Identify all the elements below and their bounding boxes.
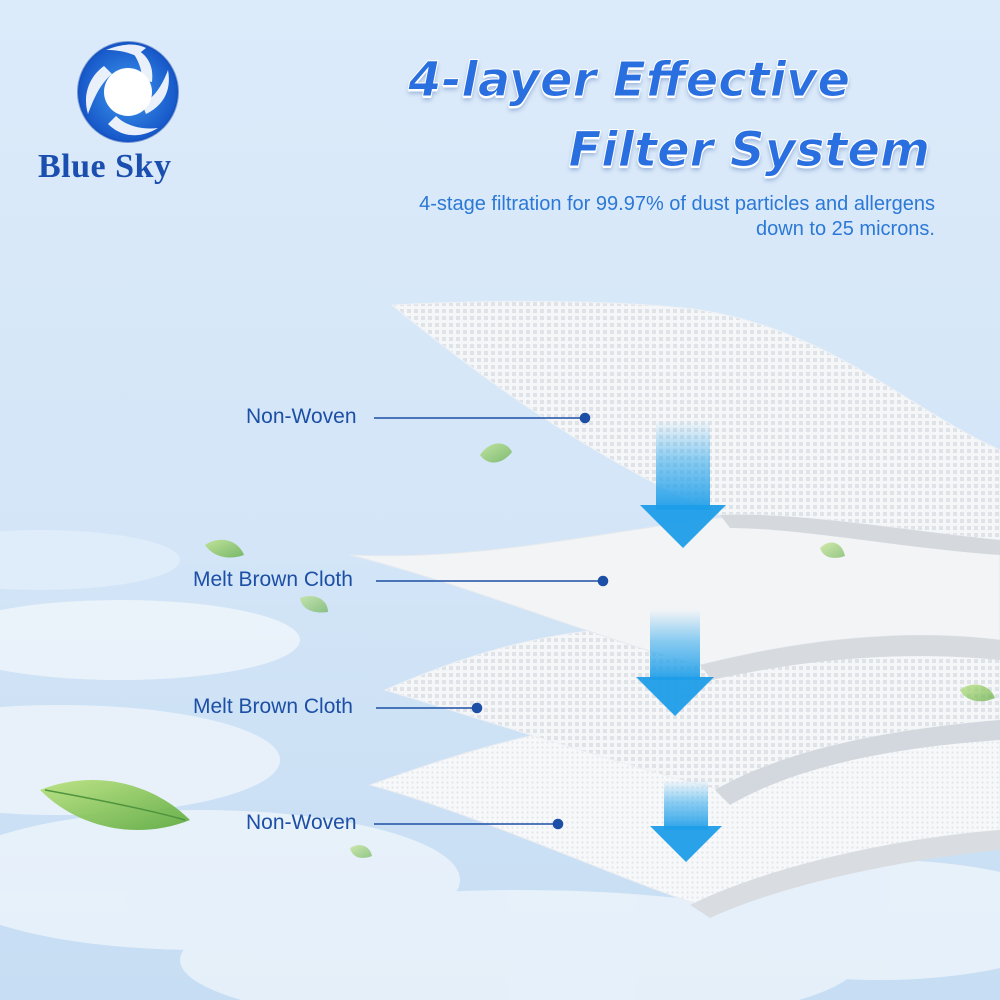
airflow-arrow-icon xyxy=(640,420,726,548)
leaf-icon xyxy=(40,780,190,830)
layer-label-1: Non-Woven xyxy=(246,405,357,428)
brand-name: Blue Sky xyxy=(38,148,172,185)
layer-label-3: Melt Brown Cloth xyxy=(193,695,353,718)
leaf-icon xyxy=(350,845,372,858)
leaf-icon xyxy=(820,542,845,558)
airflow-arrow-icon xyxy=(650,780,722,862)
leader-dot xyxy=(471,702,483,714)
subtitle: 4-stage filtration for 99.97% of dust pa… xyxy=(215,192,935,242)
leader-dot xyxy=(552,818,564,830)
layer-label-2: Melt Brown Cloth xyxy=(193,568,353,591)
leaf-icon xyxy=(205,539,244,558)
layer-label-4: Non-Woven xyxy=(246,811,357,834)
headline-line-2: Filter System xyxy=(568,122,931,179)
leaf-icon xyxy=(300,595,328,613)
headline-line-1: 4-layer Effective xyxy=(408,52,851,109)
leaf-icon xyxy=(960,684,995,702)
leader-dot xyxy=(597,575,609,587)
leader-dot xyxy=(579,412,591,424)
airflow-arrow-icon xyxy=(636,610,714,716)
subtitle-line-2: down to 25 microns. xyxy=(756,218,935,240)
leaf-icon xyxy=(480,443,512,463)
subtitle-line-1: 4-stage filtration for 99.97% of dust pa… xyxy=(419,193,935,215)
aperture-ring-logo xyxy=(77,41,179,143)
